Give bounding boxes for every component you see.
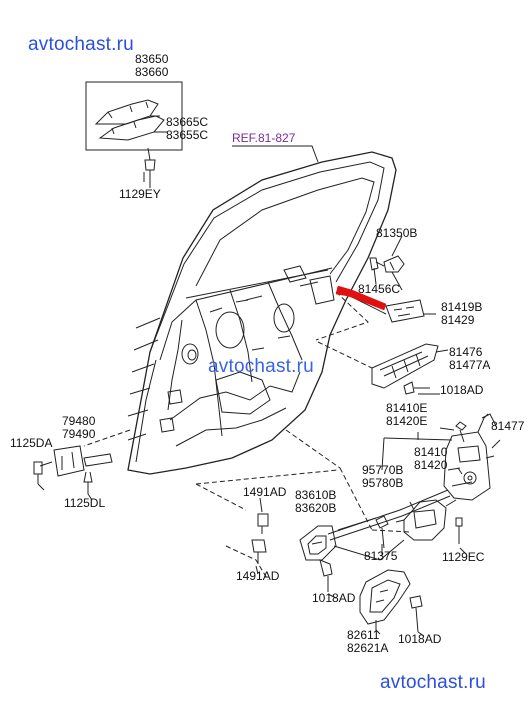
label-latch: 81410 81420 bbox=[414, 445, 448, 472]
watermark-middle: avtochast.ru bbox=[208, 356, 314, 377]
label-handle-cover: 83665C 83655C bbox=[166, 115, 209, 142]
rear-door-panel bbox=[127, 151, 397, 475]
leader-ticks bbox=[37, 172, 467, 637]
label-1491ad-b: 1491AD bbox=[236, 569, 280, 583]
label-81456c: 81456C bbox=[358, 282, 401, 296]
ref-leader bbox=[232, 145, 319, 163]
inside-handle-bezel bbox=[359, 569, 423, 633]
label-outside-handle: 83650 83660 bbox=[135, 52, 169, 79]
label-actuator: 95770B 95780B bbox=[362, 463, 404, 490]
label-door-check: 79480 79490 bbox=[62, 414, 96, 441]
label-1125da: 1125DA bbox=[10, 436, 53, 450]
lock-bracket-upper bbox=[349, 255, 436, 323]
outside-handle-assembly bbox=[85, 81, 183, 188]
label-bezel: 82611 82621A bbox=[347, 628, 389, 655]
label-1129ey: 1129EY bbox=[119, 187, 161, 201]
inside-handle bbox=[251, 513, 337, 592]
watermark-top: avtochast.ru bbox=[28, 34, 134, 55]
highlight-arrow bbox=[335, 285, 387, 311]
label-1018ad-b: 1018AD bbox=[312, 591, 356, 605]
label-1125dl: 1125DL bbox=[64, 496, 106, 510]
lock-rods bbox=[327, 489, 451, 561]
label-lock-bracket: 81419B 81429 bbox=[441, 300, 483, 327]
label-81477: 81477 bbox=[491, 419, 525, 433]
label-module-plate: 81476 81477A bbox=[449, 345, 491, 372]
label-1018ad-c: 1018AD bbox=[398, 632, 442, 646]
door-check-strap bbox=[33, 445, 113, 494]
label-81375: 81375 bbox=[364, 549, 398, 563]
label-1491ad-a: 1491AD bbox=[243, 485, 287, 499]
label-latch-e: 81410E 81420E bbox=[386, 401, 428, 428]
label-ref: REF.81-827 bbox=[232, 131, 296, 145]
label-81350b: 81350B bbox=[376, 226, 418, 240]
dashed-callout-lines bbox=[83, 291, 411, 581]
door-module-plate bbox=[371, 343, 449, 395]
label-1129ec: 1129EC bbox=[442, 550, 485, 564]
label-inside-handle: 83610B 83620B bbox=[295, 488, 337, 515]
watermark-bottom: avtochast.ru bbox=[380, 672, 486, 693]
label-1018ad-a: 1018AD bbox=[440, 383, 484, 397]
